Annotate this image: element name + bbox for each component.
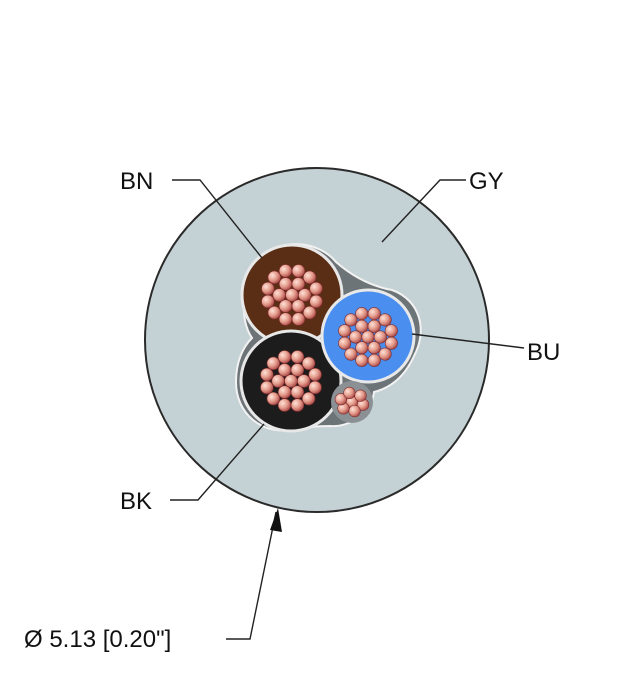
copper-strand [285, 288, 299, 302]
copper-strand [334, 393, 348, 406]
copper-strand [309, 294, 323, 309]
copper-strand [297, 374, 311, 388]
copper-strand [301, 356, 316, 371]
copper-strand [355, 319, 369, 333]
copper-strand [290, 385, 305, 399]
label-bk: BK [120, 488, 152, 515]
copper-strand [266, 356, 281, 371]
copper-strand [277, 363, 292, 377]
copper-strand [378, 313, 392, 327]
brown-conductor [240, 243, 344, 347]
copper-strand [271, 374, 285, 388]
copper-strand [261, 294, 275, 309]
copper-strand [308, 367, 322, 382]
copper-strand [373, 330, 387, 344]
copper-strand [267, 270, 282, 285]
copper-strand [260, 380, 274, 395]
copper-strand [278, 312, 293, 326]
copper-strand [367, 307, 381, 321]
copper-strand [343, 386, 356, 400]
copper-strand [344, 313, 358, 327]
blue-conductor [320, 288, 416, 384]
copper-strand [348, 404, 361, 418]
diameter-leader-line [226, 511, 277, 640]
copper-strand [309, 281, 323, 296]
diameter-label: Ø 5.13 [0.20"] [24, 626, 171, 653]
copper-strand [361, 330, 375, 344]
copper-strand [278, 299, 293, 313]
copper-strand [291, 299, 306, 313]
copper-strand [260, 367, 274, 382]
copper-strand [384, 336, 398, 350]
copper-strand [291, 312, 306, 326]
bn-leader-line [172, 179, 263, 259]
copper-strand [344, 347, 358, 361]
copper-strand [302, 305, 317, 320]
copper-strand [290, 363, 305, 377]
copper-strand [277, 350, 292, 364]
copper-strand [278, 264, 293, 278]
copper-strand [349, 330, 363, 344]
copper-strand [338, 336, 352, 350]
copper-strand [284, 374, 298, 388]
copper-strand [367, 319, 381, 333]
copper-strand [367, 353, 381, 367]
label-bn: BN [120, 168, 153, 195]
copper-strand [298, 288, 312, 302]
bu-leader-line [411, 333, 525, 349]
drain-wire [331, 381, 373, 423]
copper-strand [384, 324, 398, 338]
copper-strand [266, 391, 281, 406]
diameter-arrowhead [270, 508, 282, 532]
label-gy: GY [469, 168, 504, 195]
bk-leader-line [170, 423, 265, 501]
copper-strand [367, 341, 381, 355]
black-conductor [239, 329, 343, 433]
copper-strand [291, 277, 306, 291]
copper-strand [355, 307, 369, 321]
copper-strand [277, 385, 292, 399]
copper-strand [278, 277, 293, 291]
copper-strand [290, 398, 305, 412]
label-bu: BU [527, 339, 560, 366]
copper-strand [277, 398, 292, 412]
copper-strand [338, 324, 352, 338]
copper-strand [302, 270, 317, 285]
copper-strand [378, 347, 392, 361]
copper-strand [355, 341, 369, 355]
copper-strand [355, 353, 369, 367]
copper-strand [290, 350, 305, 364]
copper-strand [291, 264, 306, 278]
copper-strand [272, 288, 286, 302]
copper-strand [354, 389, 367, 402]
copper-strand [308, 380, 322, 395]
copper-strand [301, 391, 316, 406]
copper-strand [267, 305, 282, 320]
copper-strand [261, 281, 275, 296]
gy-leader-line [381, 179, 466, 243]
